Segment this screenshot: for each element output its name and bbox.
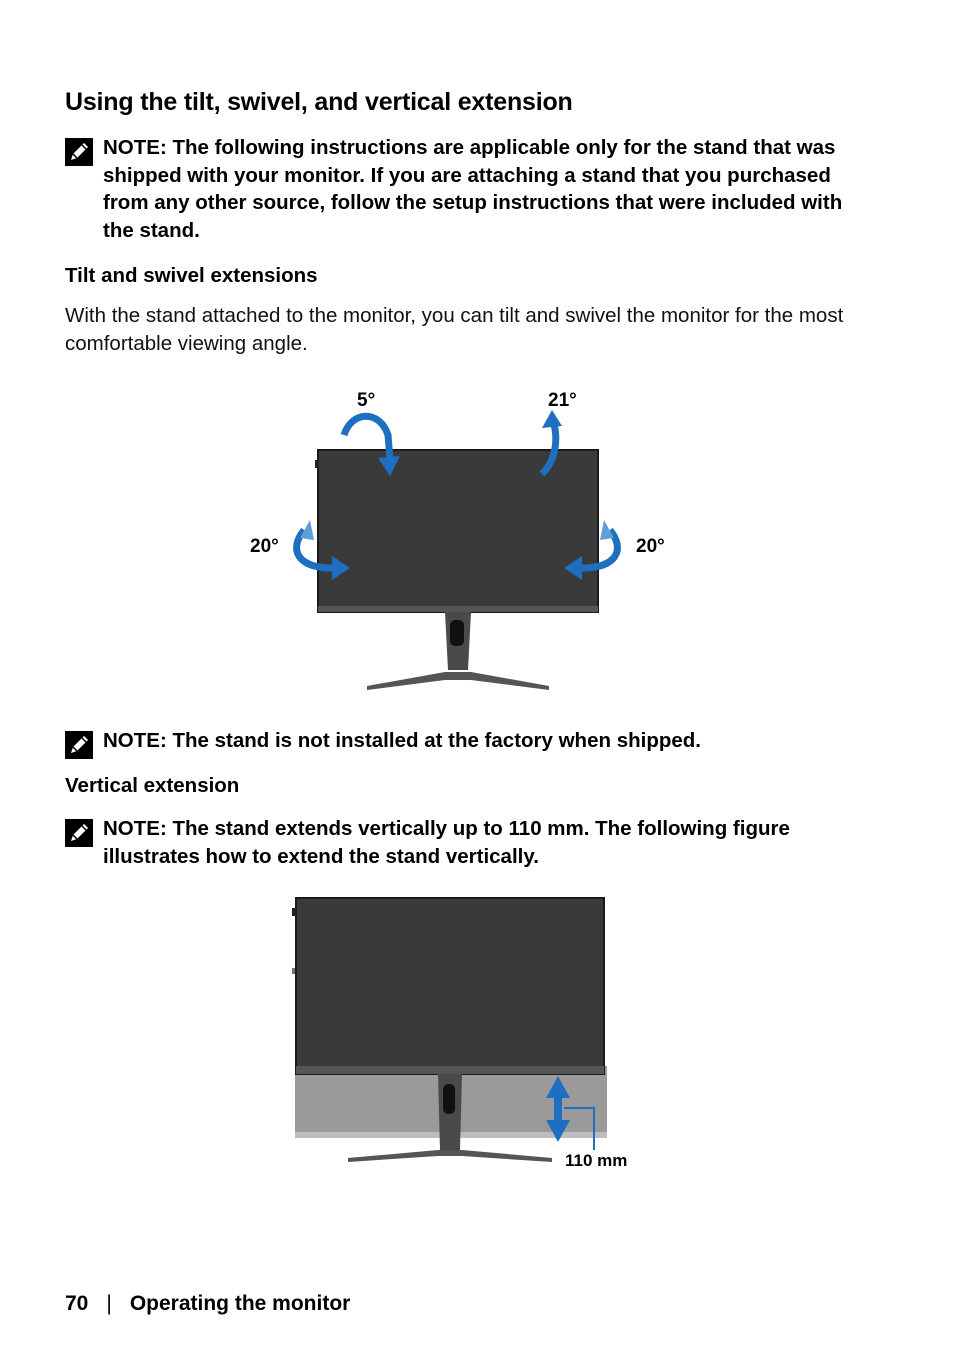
page-footer: 70 | Operating the monitor — [65, 1292, 350, 1316]
tilt-forward-arrow — [340, 412, 400, 476]
swivel-right-label: 20° — [636, 536, 665, 557]
page-number: 70 — [65, 1292, 89, 1315]
tilt-swivel-heading: Tilt and swivel extensions — [65, 264, 318, 287]
stand-base — [367, 672, 549, 690]
footer-separator: | — [106, 1292, 112, 1315]
stand-base — [348, 1150, 552, 1162]
swivel-left-label: 20° — [250, 536, 279, 557]
tilt-swivel-figure: 5° 21° 20° 20° — [250, 390, 665, 690]
vertical-heading: Vertical extension — [65, 774, 240, 797]
tilt-back-label: 21° — [548, 390, 577, 411]
swivel-right-arrow — [564, 520, 621, 580]
note-not-installed: NOTE: The stand is not installed at the … — [65, 727, 865, 759]
tilt-swivel-paragraph: With the stand attached to the monitor, … — [65, 304, 844, 355]
chapter-title: Operating the monitor — [129, 1292, 351, 1315]
tilt-back-arrow — [539, 410, 562, 477]
section-title: Using the tilt, swivel, and vertical ext… — [65, 88, 573, 116]
note-pencil-icon — [65, 731, 93, 759]
extension-label: 110 mm — [565, 1151, 627, 1170]
tilt-forward-label: 5° — [357, 390, 375, 411]
note-stand-source: NOTE: The following instructions are app… — [65, 134, 865, 244]
vertical-extension-figure: 110 mm — [292, 897, 627, 1170]
note-text: NOTE: The stand extends vertically up to… — [103, 817, 790, 868]
note-text: NOTE: The stand is not installed at the … — [103, 729, 701, 752]
monitor-screen — [317, 449, 599, 613]
swivel-left-arrow — [293, 520, 350, 580]
note-pencil-icon — [65, 138, 93, 166]
note-vertical: NOTE: The stand extends vertically up to… — [65, 815, 865, 870]
vertical-extension-arrow — [546, 1076, 595, 1150]
monitor-screen — [295, 897, 605, 1075]
note-text: NOTE: The following instructions are app… — [103, 136, 843, 242]
note-pencil-icon — [65, 819, 93, 847]
